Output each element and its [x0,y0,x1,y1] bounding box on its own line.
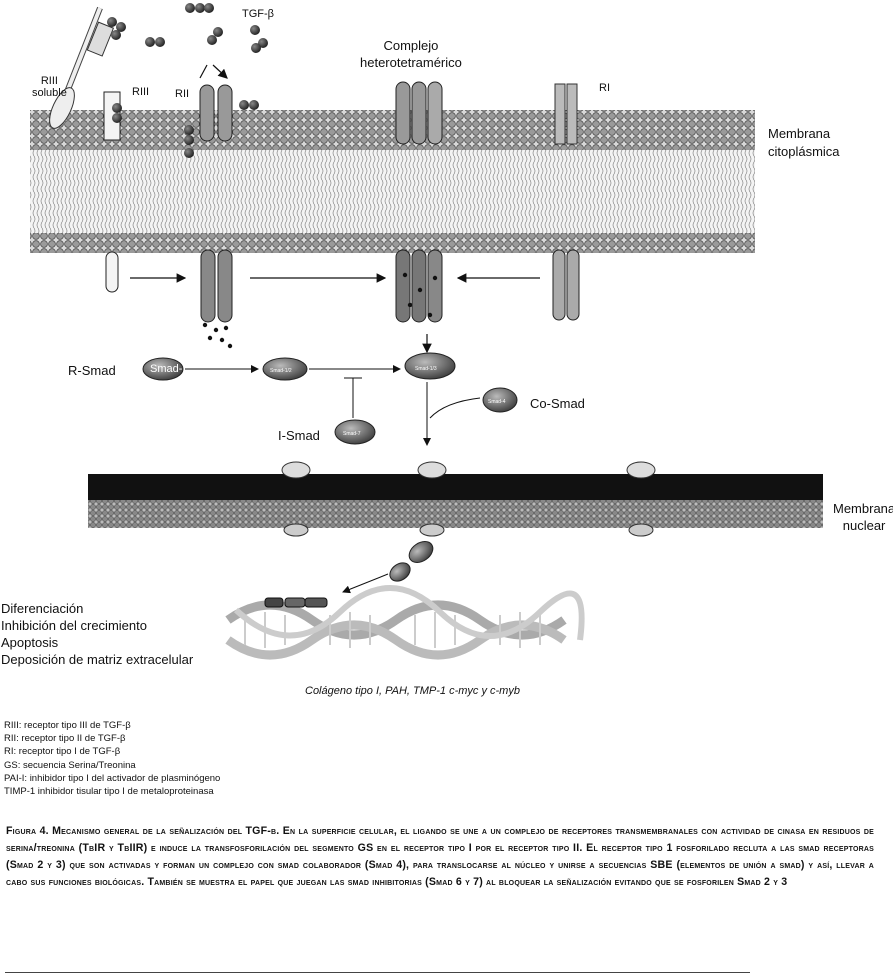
receptor-assembly-arrows [130,273,540,354]
abbreviation-item: PAI-I: inhibidor tipo I del activador de… [4,772,221,784]
tgf-beta-ligands [107,3,268,158]
phosphate-groups [202,272,438,349]
r-smad-bound-oval [262,357,308,381]
co-smad-label: Co-Smad [530,396,585,411]
outcome-item: Inhibición del crecimiento [1,618,147,633]
rii-receptor [199,84,233,323]
cytoplasmic-membrane [30,110,755,253]
riii-soluble-label: RIII soluble [32,75,67,99]
nuclear-membrane-label: Membrana nuclear [833,501,893,533]
ri-label: RI [599,82,610,94]
smad-7-label: Smad-7 [343,431,361,437]
tgf-beta-signaling-diagram: Smad-1/2 Smad-1/2 Smad-1/3 Smad-7 Smad-4 [30,3,823,660]
figure-caption: Figura 4. Mecanismo general de la señali… [6,825,874,888]
riii-soluble-receptor [49,6,115,129]
smad-2-label: Smad-1/2 [270,368,292,374]
r-smad-label: R-Smad [68,363,116,378]
cytoplasmic-membrane-label: Membrana citoplásmica [768,126,840,159]
smad-proteins: Smad-1/2 Smad-1/2 Smad-1/3 Smad-7 Smad-4 [142,352,518,445]
dna-helix [225,585,585,660]
abbreviation-item: RII: receptor tipo II de TGF-β [4,733,126,745]
smad-pathway-arrows [185,365,481,446]
abbreviation-item: RI: receptor tipo I de TGF-β [4,746,121,758]
heterotetrameric-complex [395,81,443,323]
outcome-item: Deposición de matriz extracelular [1,652,194,667]
co-smad-oval [482,387,518,413]
i-smad-label: I-Smad [278,428,320,443]
complex-label: Complejo heterotetramérico [360,38,462,70]
target-genes: Colágeno tipo I, PAH, TMP-1 c-myc y c-my… [305,685,520,697]
abbreviation-item: TIMP-1 inhibidor tisular tipo I de metal… [4,786,214,798]
r-smad-phospho-oval [404,352,456,380]
rii-label: RII [175,88,190,100]
outcome-item: Diferenciación [1,601,84,616]
r-smad-oval [142,357,184,381]
tgf-beta-label: TGF-β [242,8,274,20]
biological-outcomes: Diferenciación Inhibición del crecimient… [1,600,193,668]
riii-label: RIII [132,86,150,98]
i-smad-oval [334,419,376,445]
smad-1-label: Smad-1/2 [150,363,198,375]
nuclear-membrane [88,461,823,537]
bottom-divider [5,972,750,973]
nuclear-smad-complex [342,541,434,594]
abbreviations-list: RIII: receptor tipo III de TGF-β RII: re… [4,719,220,798]
abbreviation-item: RIII: receptor tipo III de TGF-β [4,720,131,731]
smad-3-label: Smad-1/3 [415,366,437,372]
smad-co-label: Smad-4 [488,399,506,405]
outcome-item: Apoptosis [1,635,59,650]
ri-receptor [552,83,580,321]
abbreviation-item: GS: secuencia Serina/Treonina [4,759,136,771]
